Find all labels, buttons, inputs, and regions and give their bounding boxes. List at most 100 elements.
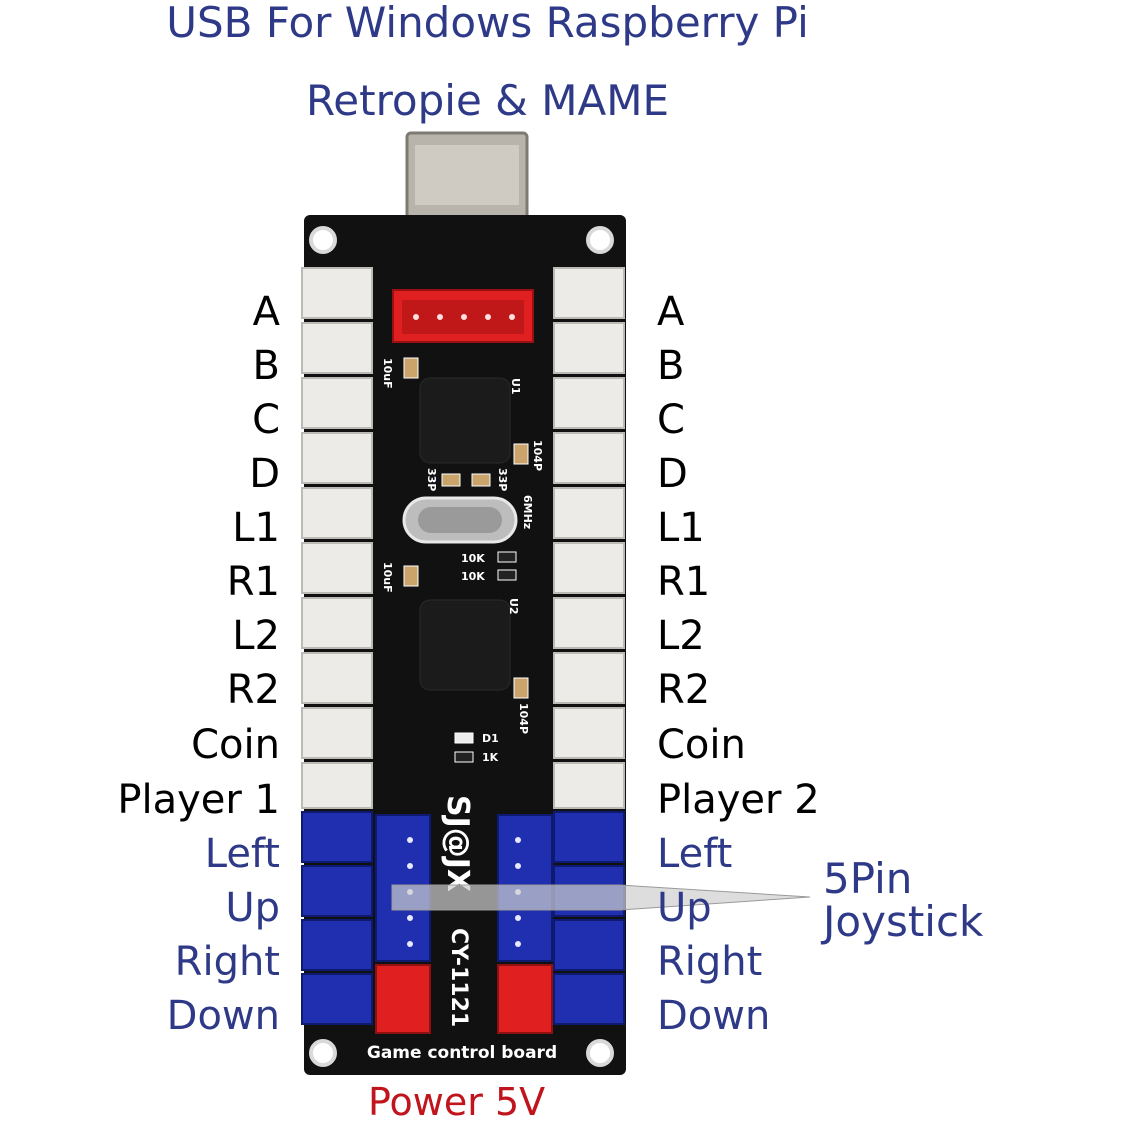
silk-u2: U2	[507, 598, 520, 615]
label-right-d: D	[657, 451, 688, 497]
label-right-joy-right: Right	[657, 939, 763, 985]
capacitor-icon	[403, 357, 419, 379]
connector-icon	[553, 487, 625, 539]
resistor-icon	[497, 551, 517, 563]
right-button-connectors	[553, 267, 625, 809]
label-left-l1: L1	[232, 505, 280, 551]
label-left-l2: L2	[232, 613, 280, 659]
usb-header-connector-icon	[392, 289, 534, 343]
label-right-r1: R1	[657, 559, 711, 605]
chip-u2	[419, 599, 511, 691]
silk-6mhz: 6MHz	[521, 495, 534, 529]
connector-icon	[301, 762, 373, 809]
silk-104p-bottom: 104P	[517, 703, 530, 734]
title-line-2: Retropie & MAME	[305, 76, 669, 125]
connector-icon	[301, 811, 373, 863]
connector-icon	[301, 542, 373, 594]
connector-icon	[375, 964, 431, 1034]
capacitor-icon	[403, 565, 419, 587]
power-label: Power 5V	[368, 1080, 546, 1124]
resistor-icon	[454, 751, 474, 763]
label-right-l2: L2	[657, 613, 705, 659]
label-left-coin: Coin	[191, 722, 280, 768]
mount-hole-icon	[309, 226, 337, 254]
label-right-joy-up: Up	[657, 885, 712, 931]
mount-hole-icon	[586, 226, 614, 254]
capacitor-icon	[471, 473, 491, 487]
title-line-1: USB For Windows Raspberry Pi	[166, 0, 809, 47]
silk-d1: D1	[482, 732, 499, 745]
silk-33p-a: 33P	[425, 468, 438, 491]
silk-u1: U1	[509, 378, 522, 395]
connector-icon	[553, 762, 625, 809]
connector-icon	[553, 707, 625, 759]
connector-icon	[553, 377, 625, 429]
connector-icon	[301, 487, 373, 539]
mount-hole-icon	[586, 1039, 614, 1067]
connector-icon	[301, 865, 373, 917]
connector-icon	[553, 973, 625, 1025]
label-left-joy-down: Down	[166, 993, 280, 1039]
label-left-c: C	[252, 397, 280, 443]
label-left-joy-up: Up	[225, 885, 280, 931]
connector-icon	[553, 811, 625, 863]
connector-icon	[301, 377, 373, 429]
connector-icon	[301, 707, 373, 759]
silk-10uf-2: 10uF	[381, 562, 394, 593]
connector-icon	[301, 973, 373, 1025]
connector-icon	[301, 652, 373, 704]
label-left-a: A	[252, 289, 280, 335]
silk-1k: 1K	[482, 751, 499, 764]
label-left-b: B	[252, 343, 280, 389]
silk-10uf-1: 10uF	[381, 358, 394, 389]
led-icon	[454, 732, 474, 744]
connector-icon	[497, 964, 553, 1034]
label-left-r1: R1	[226, 559, 280, 605]
connector-icon	[301, 919, 373, 971]
silk-10k-1: 10K	[461, 552, 485, 565]
connector-icon	[553, 322, 625, 374]
board-model: CY-1121	[446, 928, 471, 1027]
silk-104p-top: 104P	[531, 440, 544, 471]
label-right-a: A	[657, 289, 685, 335]
arrow-pointer-icon	[391, 884, 811, 911]
connector-icon	[553, 542, 625, 594]
label-right-player: Player 2	[657, 777, 820, 823]
silk-33p-b: 33P	[496, 468, 509, 491]
label-left-joy-left: Left	[204, 831, 280, 877]
label-left-d: D	[249, 451, 280, 497]
connector-icon	[553, 267, 625, 319]
label-right-c: C	[657, 397, 685, 443]
board-caption: Game control board	[367, 1043, 557, 1063]
capacitor-icon	[513, 677, 529, 699]
power-connectors	[375, 964, 553, 1034]
board-brand: SJ@JX	[440, 795, 475, 892]
connector-icon	[553, 919, 625, 971]
connector-icon	[553, 652, 625, 704]
joystick-note-line-2: Joystick	[823, 897, 984, 946]
label-right-l1: L1	[657, 505, 705, 551]
label-right-r2: R2	[657, 667, 711, 713]
label-right-joy-left: Left	[657, 831, 733, 877]
label-left-joy-right: Right	[174, 939, 280, 985]
connector-icon	[301, 322, 373, 374]
label-right-joy-down: Down	[657, 993, 771, 1039]
label-left-player: Player 1	[117, 777, 280, 823]
left-button-connectors	[301, 267, 373, 809]
joystick-direction-connectors	[301, 811, 625, 1025]
chip-u1	[419, 377, 511, 464]
label-right-coin: Coin	[657, 722, 746, 768]
resistor-icon	[497, 569, 517, 581]
connector-icon	[553, 432, 625, 484]
connector-icon	[301, 432, 373, 484]
connector-icon	[301, 597, 373, 649]
capacitor-icon	[441, 473, 461, 487]
connector-icon	[301, 267, 373, 319]
mount-hole-icon	[309, 1039, 337, 1067]
silk-10k-2: 10K	[461, 570, 485, 583]
label-right-b: B	[657, 343, 685, 389]
label-left-r2: R2	[226, 667, 280, 713]
joystick-note-line-1: 5Pin	[823, 854, 913, 903]
connector-icon	[553, 597, 625, 649]
